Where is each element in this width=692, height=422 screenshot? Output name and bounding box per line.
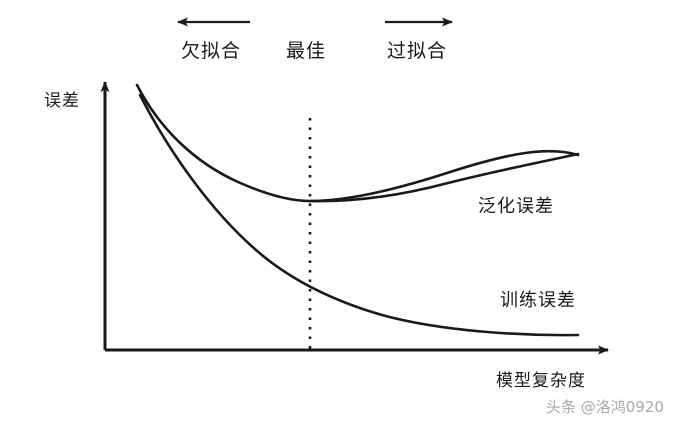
watermark: 头条 @洛鸿0920 <box>546 398 664 416</box>
generalization-error-curve <box>135 83 580 203</box>
curve-label-generalization-error: 泛化误差 <box>478 196 554 217</box>
region-label-optimal: 最佳 <box>286 40 327 62</box>
curve-label-training-error: 训练误差 <box>500 290 576 311</box>
region-label-underfitting: 欠拟合 <box>181 40 242 62</box>
training-error-curve <box>138 93 580 337</box>
x-axis-label: 模型复杂度 <box>496 371 586 391</box>
region-label-overfitting: 过拟合 <box>387 40 448 62</box>
y-axis-label: 误差 <box>44 91 80 111</box>
generalization-error-curve-tail <box>308 152 580 203</box>
